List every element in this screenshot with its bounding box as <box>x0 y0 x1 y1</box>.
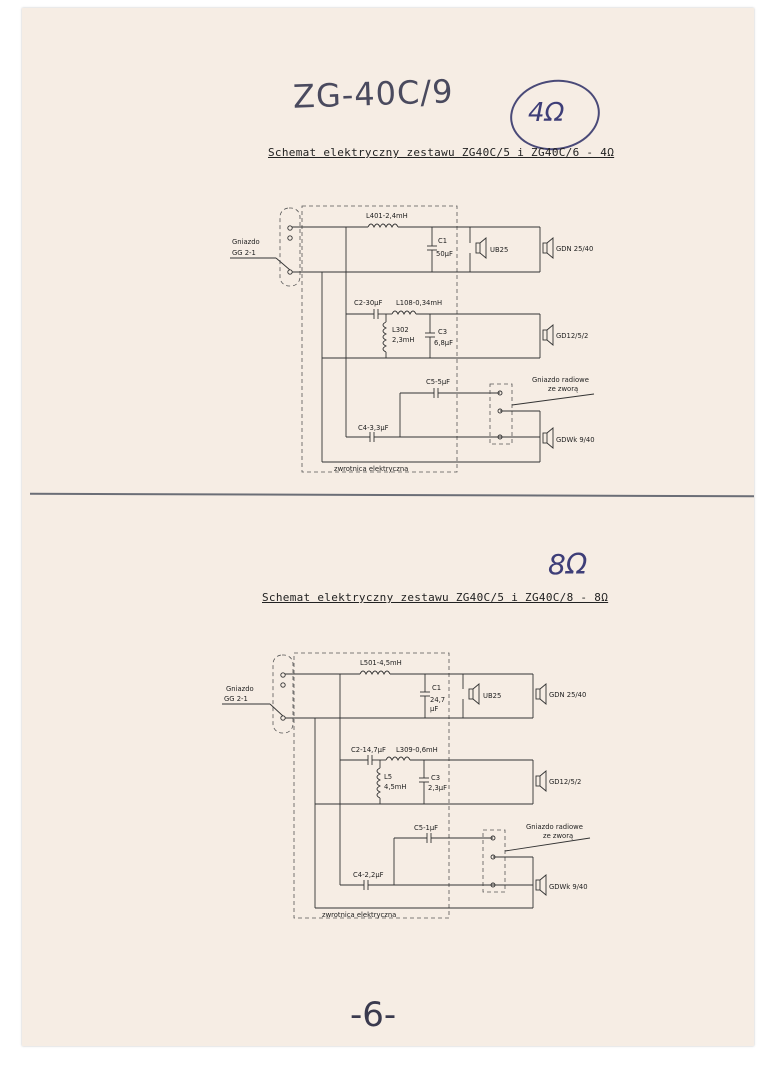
speaker-gdn-label: GDN 25/40 <box>556 245 593 253</box>
capacitor-c2-label: C2-14,7μF <box>351 746 386 754</box>
socket-outline <box>272 654 294 734</box>
speaker-icon <box>539 874 547 896</box>
capacitor-c4-label: C4-3,3μF <box>358 424 389 432</box>
inductor-l2-label: L309-0,6mH <box>396 746 438 754</box>
capacitor-c1-label: C1 <box>438 237 447 245</box>
capacitor-c2-label: C2-30μF <box>354 299 382 307</box>
speaker-icon <box>535 879 541 891</box>
diagram-8ohm-title: Schemat elektryczny zestawu ZG40C/5 i ZG… <box>262 591 609 604</box>
speaker-icon <box>535 775 541 787</box>
socket-leader <box>269 703 284 717</box>
crossover-label: zwrotnica elektryczna <box>322 911 396 919</box>
crossover-box <box>293 652 450 919</box>
inductor-l3-label: L5 <box>384 773 392 781</box>
speaker-icon <box>546 427 554 449</box>
capacitor-c3-value: 2,3μF <box>428 784 447 792</box>
speaker-gdwk-label: GDWk 9/40 <box>556 436 595 444</box>
inductor-l2 <box>391 310 417 316</box>
speaker-ub25-label: UB25 <box>483 692 501 700</box>
paper-sheet <box>22 8 754 1046</box>
capacitor-c4-label: C4-2,2μF <box>353 871 384 879</box>
capacitor-c1-value: 50μF <box>436 250 453 258</box>
impedance-8-label: 8Ω <box>548 548 588 581</box>
inductor-l3-label: L302 <box>392 326 409 334</box>
socket-label: Gniazdo <box>232 238 260 246</box>
inductor-l3-value: 2,3mH <box>392 336 415 344</box>
speaker-gd12-label: GD12/5/2 <box>549 778 581 786</box>
inductor-l3-value: 4,5mH <box>384 783 407 791</box>
capacitor-c1-value: 24,7 <box>430 696 445 704</box>
radio-socket-pin <box>497 390 503 396</box>
diagram-4ohm-title: Schemat elektryczny zestawu ZG40C/5 i ZG… <box>268 146 615 159</box>
capacitor-c3-value: 6,8μF <box>434 339 453 347</box>
speaker-icon <box>546 324 554 346</box>
speaker-icon <box>546 237 554 259</box>
capacitor-c5-label: C5-5μF <box>426 378 450 386</box>
inductor-l2-label: L108-0,34mH <box>396 299 442 307</box>
page-number: -6- <box>350 995 397 1035</box>
radio-leader <box>511 393 595 406</box>
speaker-icon <box>542 329 548 341</box>
inductor-l1-label: L501-4,5mH <box>360 659 402 667</box>
capacitor-c5-label: C5-1μF <box>414 824 438 832</box>
radio-leader <box>504 837 591 852</box>
radio-socket-outline <box>489 383 513 445</box>
capacitor-c3-label: C3 <box>431 774 440 782</box>
radio-socket-label: Gniazdo radiowe <box>532 376 589 384</box>
socket-leader <box>275 257 291 271</box>
radio-socket-pin <box>490 835 496 841</box>
radio-socket-outline <box>482 829 506 893</box>
speaker-gd12-label: GD12/5/2 <box>556 332 588 340</box>
speaker-gdn-label: GDN 25/40 <box>549 691 586 699</box>
radio-socket-label-2: ze zworą <box>548 385 578 393</box>
capacitor-c1-label: C1 <box>432 684 441 692</box>
socket-label: GG 2-1 <box>224 695 248 703</box>
speaker-icon <box>542 432 548 444</box>
socket-outline <box>279 207 301 287</box>
speaker-icon <box>479 237 487 259</box>
speaker-ub25-label: UB25 <box>490 246 508 254</box>
speaker-icon <box>472 683 480 705</box>
crossover-box <box>301 205 458 473</box>
speaker-icon <box>542 242 548 254</box>
inductor-l1-label: L401-2,4mH <box>366 212 408 220</box>
socket-label: Gniazdo <box>226 685 254 693</box>
speaker-icon <box>535 688 541 700</box>
inductor-l3 <box>376 767 382 799</box>
capacitor-c3-label: C3 <box>438 328 447 336</box>
socket-pin <box>280 682 286 688</box>
socket-pin <box>287 225 293 231</box>
capacitor-c1-unit: μF <box>430 705 438 713</box>
socket-pin <box>280 715 286 721</box>
socket-pin <box>287 235 293 241</box>
speaker-icon <box>475 242 481 254</box>
inductor-l1 <box>367 223 399 229</box>
inductor-l2 <box>385 756 411 762</box>
crossover-label: zwrotnica elektryczna <box>334 465 408 473</box>
inductor-l1 <box>359 670 391 676</box>
speaker-icon <box>539 770 547 792</box>
inductor-l3 <box>382 321 388 353</box>
speaker-icon <box>539 683 547 705</box>
socket-label: GG 2-1 <box>232 249 256 257</box>
radio-socket-label: Gniazdo radiowe <box>526 823 583 831</box>
radio-socket-label-2: ze zworą <box>543 832 573 840</box>
impedance-4-label: 4Ω <box>528 98 565 128</box>
speaker-gdwk-label: GDWk 9/40 <box>549 883 588 891</box>
socket-pin <box>280 672 286 678</box>
speaker-icon <box>468 688 474 700</box>
